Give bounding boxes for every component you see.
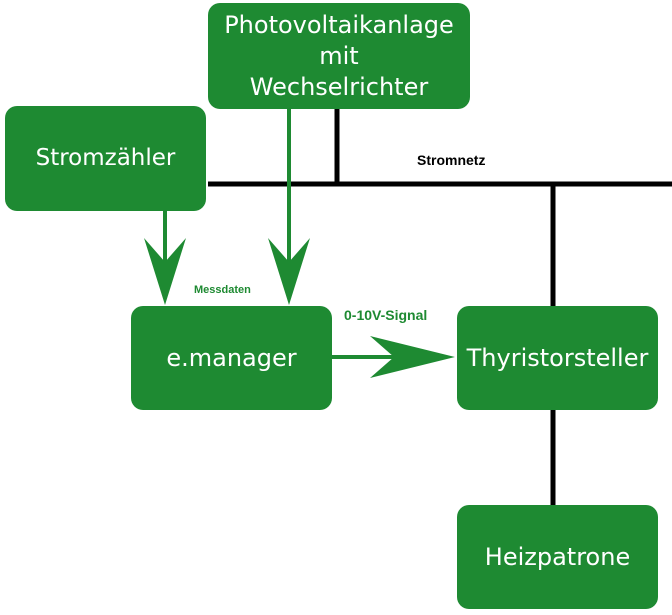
heating-element-box: Heizpatrone <box>457 505 658 609</box>
measurement-data-label: Messdaten <box>194 284 251 296</box>
energy-manager-label: e.manager <box>166 343 297 372</box>
pv-system-label: Photovoltaikanlage mit Wechselrichter <box>224 10 454 103</box>
heating-element-label: Heizpatrone <box>484 542 631 571</box>
pv-label-line-3: Wechselrichter <box>249 72 429 101</box>
pv-to-manager-arrowhead <box>268 238 310 305</box>
electricity-meter-label: Stromzähler <box>35 145 176 171</box>
meter-to-manager-arrowhead <box>144 238 186 305</box>
pv-label-line-1: Photovoltaikanlage <box>224 10 454 39</box>
pv-system-box: Photovoltaikanlage mit Wechselrichter <box>208 3 470 109</box>
pv-label-line-2: mit <box>319 41 359 70</box>
signal-arrowhead <box>370 336 455 378</box>
thyristor-controller-label: Thyristorsteller <box>466 343 649 372</box>
energy-manager-box: e.manager <box>131 306 332 410</box>
power-grid-label: Stromnetz <box>417 152 486 168</box>
thyristor-controller-box: Thyristorsteller <box>457 306 658 410</box>
control-signal-label: 0-10V-Signal <box>344 307 428 323</box>
electricity-meter-box: Stromzähler <box>5 106 206 211</box>
